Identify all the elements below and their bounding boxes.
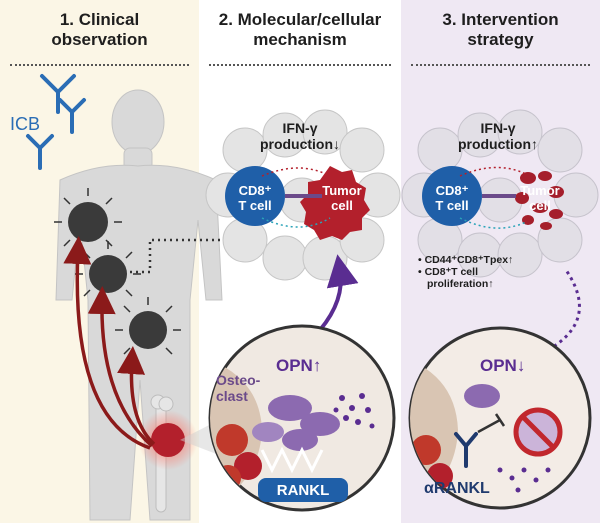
bullet-text: CD44⁺CD8⁺Tpex↑ [424, 254, 514, 266]
panel-title: 3. Intervention strategy [401, 10, 600, 50]
callout-connector [130, 238, 230, 274]
cd8-line-1: CD8⁺ [435, 183, 469, 198]
icb-label: ICB [10, 114, 41, 134]
opn-effect-arrow [318, 254, 359, 332]
rankl-badge [258, 478, 348, 502]
outcome-bullets: • CD44⁺CD8⁺Tpex↑ • CD8⁺T cell proliferat… [418, 254, 513, 290]
panel-title-line-2: mechanism [253, 30, 347, 49]
tumor-cell [300, 166, 370, 240]
bullet-item: • CD8⁺T cell [418, 266, 478, 279]
ifn-gamma-label: IFN-γ production↓ [234, 120, 366, 152]
bullet-text: CD8⁺T cell [424, 266, 478, 279]
cd8-t-cell [225, 166, 285, 226]
cd8-label: CD8⁺ T cell [225, 183, 285, 214]
bullet-item: • CD44⁺CD8⁺Tpex↑ [418, 254, 514, 266]
tumor-microenvironment-cells [205, 109, 401, 281]
panel-title-line-2: observation [51, 30, 148, 49]
panel-title-line-1: 3. Intervention [442, 10, 559, 29]
opn-particles [333, 393, 375, 429]
bullet-continuation: proliferation↑ [427, 278, 494, 291]
metastatic-tumor [68, 202, 167, 349]
ifn-gamma-line-1: IFN-γ [282, 120, 318, 136]
icb-antibody-icon [26, 74, 86, 170]
tumor-line-1: Tumor [520, 183, 560, 198]
dotted-purple-connector [547, 269, 581, 352]
ifn-gamma-line-2: production↑ [457, 136, 539, 153]
cd8-line-2: T cell [238, 197, 272, 213]
opn-up-label: OPN↑ [276, 356, 322, 375]
dotted-divider [10, 64, 189, 66]
ifn-gamma-line-1: IFN-γ [480, 120, 516, 136]
anti-rankl-antibody-icon [454, 432, 478, 468]
human-body [55, 89, 223, 521]
cd8-line-2: T cell [435, 197, 469, 213]
tumor-line-2: cell [529, 197, 551, 213]
panel-title-line-2: strategy [467, 30, 534, 49]
tumor-line-1: Tumor [322, 183, 362, 198]
metastasis-arrows [63, 236, 156, 450]
tumor-cell-fragments [515, 171, 564, 230]
cd8-label: CD8⁺ T cell [422, 183, 482, 214]
cd8-line-1: CD8⁺ [238, 183, 272, 198]
ifn-gamma-line-2: production↓ [259, 136, 341, 153]
osteoclast-line-2: clast [216, 388, 248, 405]
panel-title-line-1: 2. Molecular/cellular [218, 10, 382, 29]
dotted-divider [411, 64, 590, 66]
ifn-gamma-label: IFN-γ production↑ [432, 120, 564, 152]
rankl-label: RANKL [276, 482, 330, 499]
cd8-t-cell [422, 166, 482, 226]
panel-title: 1. Clinical observation [0, 10, 199, 50]
ifn-flow-arrow [459, 166, 527, 177]
tumor-cell-label: Tumor cell [312, 183, 372, 214]
prohibited-icon [513, 407, 563, 457]
panel-title: 2. Molecular/cellular mechanism [199, 10, 401, 50]
feedback-arrow [459, 217, 527, 229]
dotted-divider [209, 64, 391, 66]
osteoclast-line-1: Osteo- [216, 372, 261, 388]
inhibition-icon [477, 413, 506, 434]
tumor-line-2: cell [331, 197, 353, 213]
bone-tumor [151, 423, 185, 457]
tumor-cell-label: Tumor cell [510, 183, 570, 214]
panel-title-line-1: 1. Clinical [59, 10, 140, 29]
osteoclast-label: Osteo- clast [216, 372, 260, 404]
opn-down-label: OPN↓ [480, 356, 526, 375]
tumor-microenvironment-cells [401, 109, 599, 278]
anti-rankl-label: αRANKL [424, 480, 490, 497]
